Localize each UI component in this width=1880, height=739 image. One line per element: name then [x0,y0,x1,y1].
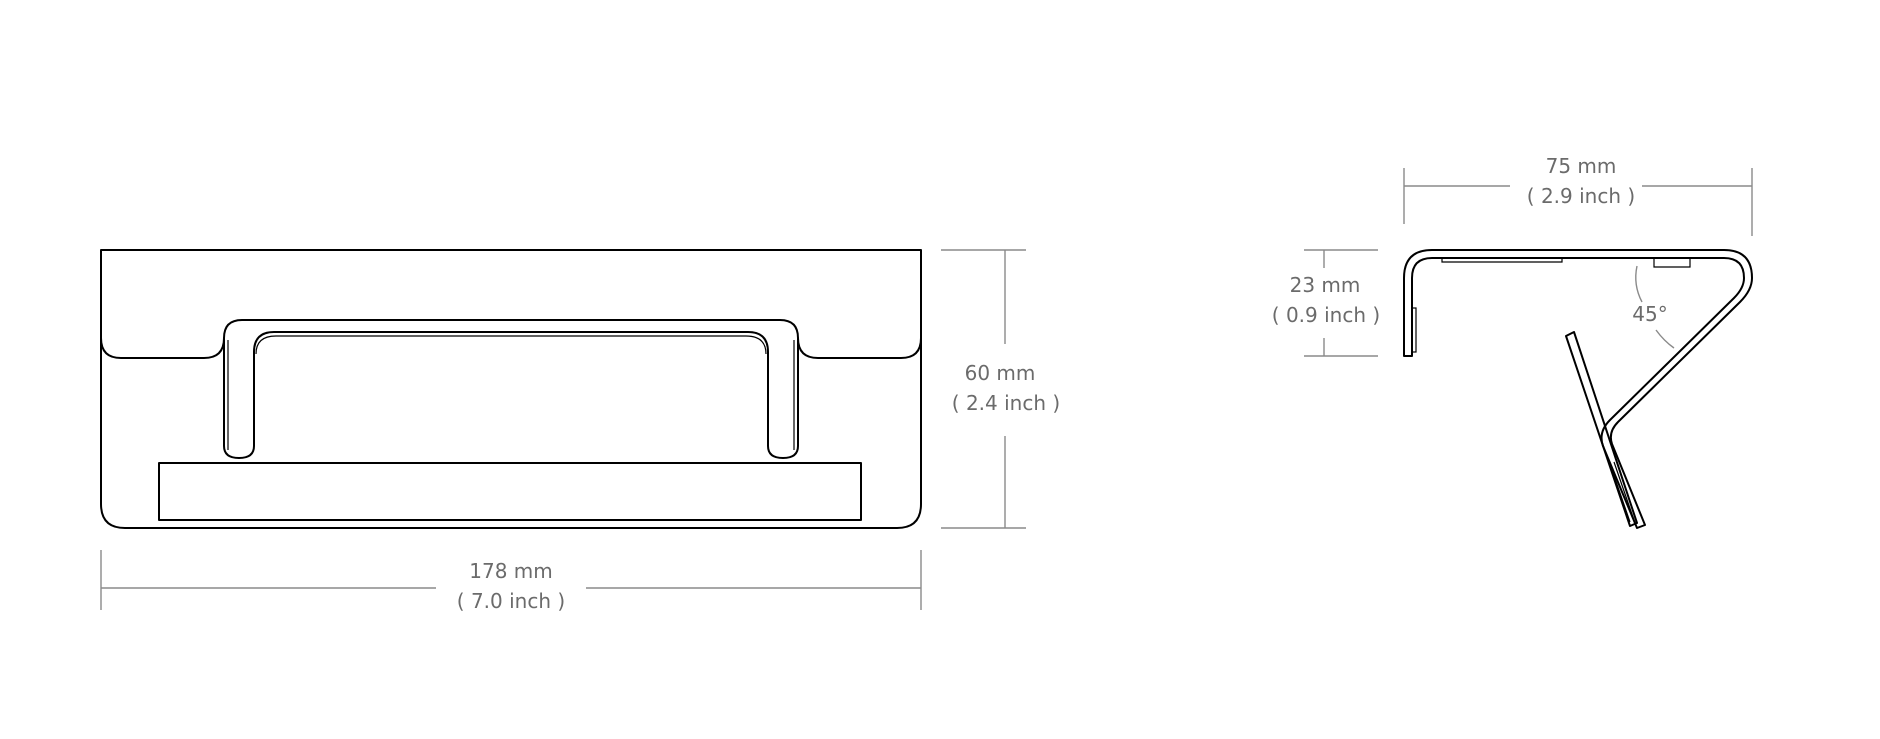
front-view [100,249,922,529]
front-height-inch: ( 2.4 inch ) [952,391,1060,415]
front-width-mm: 178 mm [469,559,553,583]
front-body-outline [100,249,922,359]
side-depth-inch: ( 2.9 inch ) [1527,184,1635,208]
side-top-pads [1441,258,1691,268]
front-height-dimension: 60 mm ( 2.4 inch ) [941,249,1060,529]
side-depth-dimension: 75 mm ( 2.9 inch ) [1403,154,1753,236]
front-body-lower [100,337,922,529]
front-width-inch: ( 7.0 inch ) [457,589,565,613]
side-lip-dimension: 23 mm ( 0.9 inch ) [1272,249,1380,357]
handle-outer [223,331,799,459]
front-height-mm: 60 mm [965,361,1036,385]
side-lip-mm: 23 mm [1290,273,1361,297]
front-width-dimension: 178 mm ( 7.0 inch ) [100,550,922,613]
side-lip-pad [1411,307,1417,353]
handle-inner [227,335,795,450]
side-depth-mm: 75 mm [1546,154,1617,178]
base-plate [158,462,862,521]
side-view [1403,249,1753,529]
side-angle-label: 45° [1632,302,1667,326]
kickstand-foot [1609,461,1635,523]
kickstand-leg [1565,331,1638,527]
side-lip-inch: ( 0.9 inch ) [1272,303,1380,327]
side-angle-annotation: 45° [1632,265,1675,349]
side-profile-outline [1403,249,1753,529]
